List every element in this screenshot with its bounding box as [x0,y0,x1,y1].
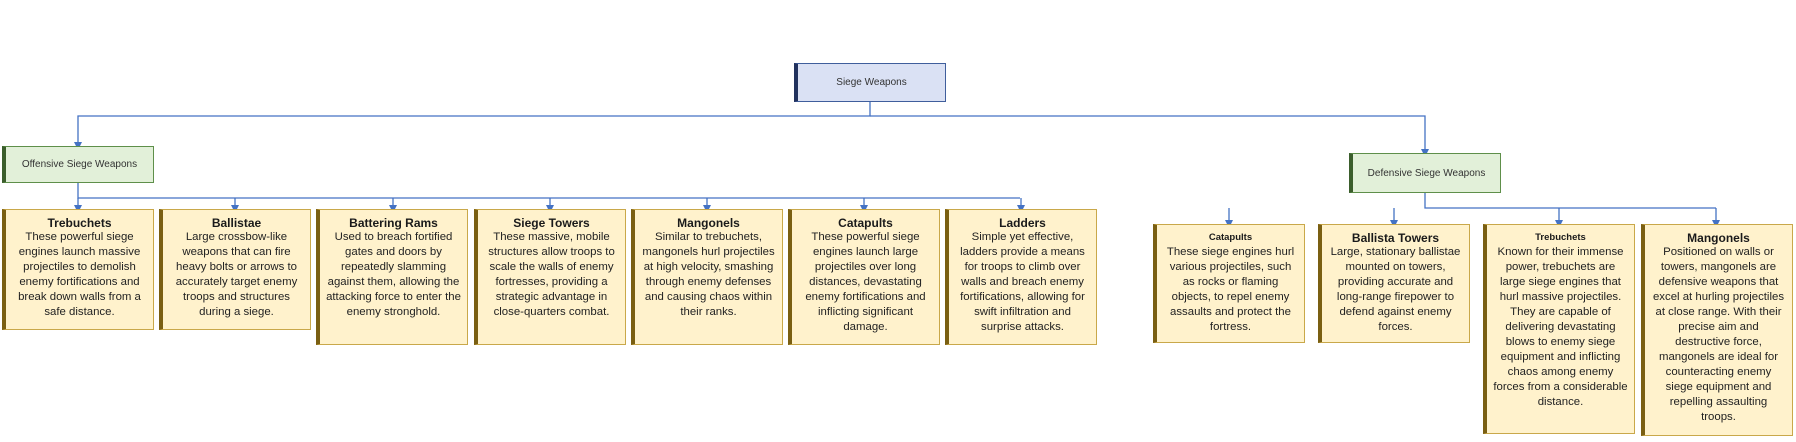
leaf-title: Trebuchets [47,216,112,230]
leaf-defensive-trebuchets[interactable]: Trebuchets Known for their immense power… [1483,224,1635,434]
connector-defensive-bus [1424,193,1716,209]
leaf-offensive-siege-towers[interactable]: Siege Towers These massive, mobile struc… [474,209,626,345]
leaf-title: Catapults [838,216,893,230]
connector-root-defensive [870,115,1429,157]
leaf-defensive-catapults[interactable]: Catapults These siege engines hurl vario… [1153,224,1305,343]
leaf-title: Mangonels [1687,231,1750,245]
leaf-description: Positioned on walls or towers, mangonels… [1652,246,1785,423]
leaf-title: Ballistae [211,216,262,230]
leaf-description: Large crossbow-like weapons that can fir… [175,231,298,318]
leaf-description: Similar to trebuchets, mangonels hurl pr… [642,231,775,318]
leaf-description: Simple yet effective, ladders provide a … [960,231,1085,333]
leaf-description: These siege engines hurl various project… [1166,246,1295,333]
leaf-title: Ballista Towers [1351,231,1440,245]
leaf-description: These massive, mobile structures allow t… [488,231,615,318]
leaf-title: Ladders [999,216,1046,230]
leaf-offensive-ladders[interactable]: Ladders Simple yet effective, ladders pr… [945,209,1097,345]
leaf-title: Trebuchets [1535,232,1586,243]
leaf-description: These powerful siege engines launch larg… [805,231,926,333]
leaf-title: Battering Rams [349,216,438,230]
category-node-label: Defensive Siege Weapons [1367,167,1486,179]
leaf-defensive-mangonels[interactable]: Mangonels Positioned on walls or towers,… [1641,224,1793,436]
leaf-defensive-ballista-towers[interactable]: Ballista Towers Large, stationary ballis… [1318,224,1470,343]
root-node-siege-weapons[interactable]: Siege Weapons [794,63,946,102]
leaf-offensive-catapults[interactable]: Catapults These powerful siege engines l… [788,209,940,345]
connector-root-offensive [74,102,871,150]
category-node-offensive[interactable]: Offensive Siege Weapons [2,146,154,183]
leaf-title: Siege Towers [513,216,590,230]
leaf-title: Catapults [1208,232,1253,243]
category-node-defensive[interactable]: Defensive Siege Weapons [1349,153,1501,193]
leaf-offensive-ballistae[interactable]: Ballistae Large crossbow-like weapons th… [159,209,311,330]
category-node-label: Offensive Siege Weapons [21,159,138,170]
leaf-description: Known for their immense power, trebuchet… [1493,246,1628,408]
root-node-label: Siege Weapons [836,77,907,88]
leaf-description: These powerful siege engines launch mass… [18,231,141,318]
leaf-title: Mangonels [677,216,740,230]
connector-offensive-bus [77,182,1020,199]
leaf-offensive-trebuchets[interactable]: Trebuchets These powerful siege engines … [2,209,154,330]
leaf-offensive-battering-rams[interactable]: Battering Rams Used to breach fortified … [316,209,468,345]
leaf-description: Used to breach fortified gates and doors… [326,231,461,318]
leaf-description: Large, stationary ballistae mounted on t… [1330,246,1461,333]
leaf-offensive-mangonels[interactable]: Mangonels Similar to trebuchets, mangone… [631,209,783,345]
